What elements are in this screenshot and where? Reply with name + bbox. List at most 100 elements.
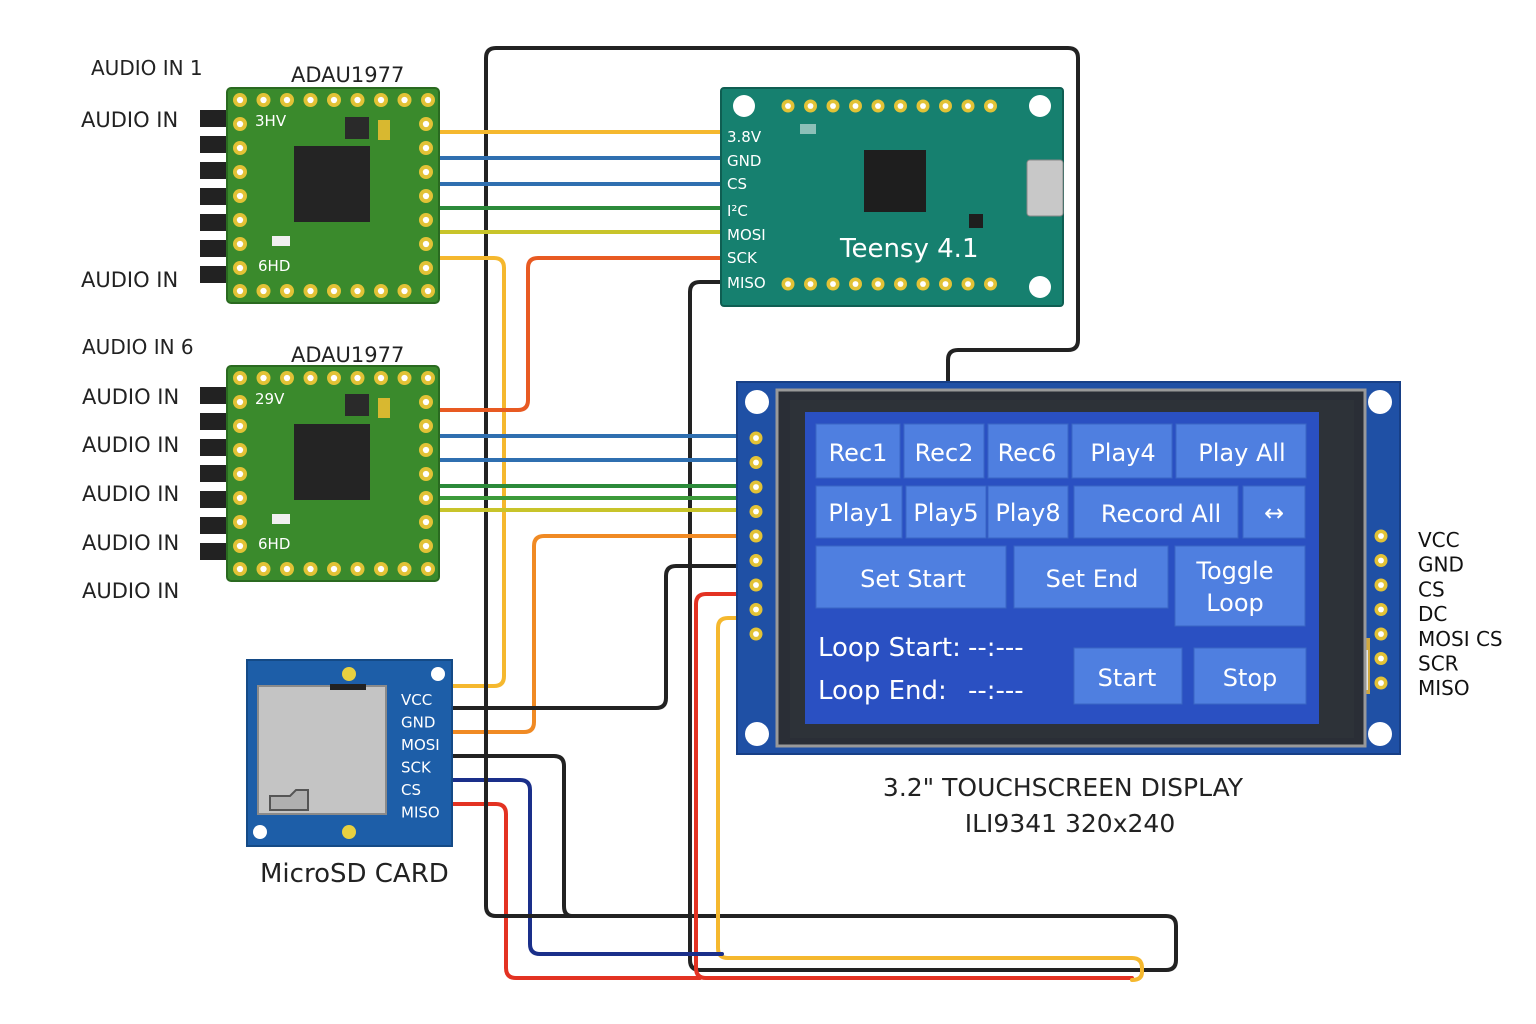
touchscreen-display: Rec1 Rec2 Rec6 Play4 Play All Play1 Play…: [736, 381, 1401, 755]
play4-button[interactable]: Play4: [1071, 423, 1173, 479]
wire-orange-mosi: [450, 534, 744, 734]
pin-hole: [330, 287, 338, 295]
pin-hole: [236, 192, 244, 200]
display-right-pads: [1374, 529, 1388, 690]
pin-hole: [401, 287, 408, 295]
pin-hole: [283, 374, 291, 382]
record-all-button[interactable]: Record All: [1073, 485, 1239, 539]
pin-hole: [422, 216, 430, 224]
pin-hole: [942, 103, 949, 109]
svg-text:Play5: Play5: [913, 499, 978, 527]
adau2-top-pin: 29V: [255, 390, 285, 408]
pin-hole: [401, 565, 408, 573]
loop-end-label: Loop End:: [818, 676, 947, 706]
display-pin-label: VCC: [1418, 528, 1460, 552]
adau1-bottom-pin: 6HD: [258, 257, 290, 275]
pin-hole: [807, 103, 814, 109]
loop-end-value: --:---: [968, 676, 1024, 706]
pin-hole: [260, 287, 267, 295]
pin-hole: [1378, 557, 1384, 564]
pin-pads: [233, 371, 435, 576]
pin-hole: [830, 103, 836, 109]
pin-hole: [1378, 655, 1384, 662]
display-pin-label: MOSI CS: [1418, 627, 1503, 651]
pin-hole: [1378, 606, 1384, 613]
pin-hole: [354, 565, 361, 573]
pin-hole: [422, 240, 430, 248]
pin-hole: [875, 103, 881, 109]
play1-button[interactable]: Play1: [815, 485, 903, 539]
swap-arrow-button[interactable]: ↔: [1242, 485, 1306, 539]
pin-hole: [377, 287, 385, 295]
pin-hole: [753, 606, 759, 613]
start-button[interactable]: Start: [1073, 647, 1183, 705]
pin-hole: [236, 216, 244, 224]
pin-hole: [330, 96, 338, 104]
svg-text:Stop: Stop: [1223, 664, 1278, 692]
set-end-button[interactable]: Set End: [1013, 545, 1169, 609]
adau2-bottom-pin: 6HD: [258, 535, 290, 553]
pin-hole: [807, 281, 814, 287]
teensy-pin-label: MOSI: [727, 226, 766, 244]
pin-hole: [422, 470, 430, 478]
svg-text:Play4: Play4: [1090, 439, 1155, 467]
pin-hole: [422, 144, 430, 152]
pin-hole: [354, 374, 361, 382]
display-pin-label: SCR: [1418, 652, 1459, 676]
pin-hole: [401, 374, 408, 382]
pin-hole: [236, 96, 244, 104]
svg-text:Rec1: Rec1: [829, 439, 888, 467]
pin-hole: [942, 281, 949, 287]
pin-hole: [422, 518, 430, 526]
microsd-pin-label: MISO: [401, 804, 440, 822]
svg-text:Set End: Set End: [1046, 565, 1139, 593]
pin-hole: [236, 168, 244, 176]
wire-orange-sck: [430, 256, 726, 412]
display-pin-label: MISO: [1418, 676, 1470, 700]
audio-header-2: [200, 387, 230, 560]
stop-button[interactable]: Stop: [1193, 647, 1307, 705]
pin-hole: [875, 281, 881, 287]
pin-hole: [897, 103, 904, 109]
teensy-pin-label: I²C: [727, 202, 748, 220]
pin-hole: [422, 120, 430, 128]
audio-in-label: AUDIO IN: [82, 385, 179, 409]
play5-button[interactable]: Play5: [905, 485, 987, 539]
play-all-button[interactable]: Play All: [1175, 423, 1307, 479]
pin-hole: [236, 144, 244, 152]
rec2-button[interactable]: Rec2: [903, 423, 985, 479]
svg-text:Set Start: Set Start: [860, 565, 966, 593]
pin-hole: [897, 281, 904, 287]
play8-button[interactable]: Play8: [987, 485, 1069, 539]
pin-hole: [1378, 631, 1384, 637]
audio-in-1-label: AUDIO IN 1: [91, 56, 203, 80]
svg-text:Record All: Record All: [1101, 500, 1221, 528]
display-title: 3.2" TOUCHSCREEN DISPLAY: [883, 773, 1244, 802]
pin-hole: [236, 422, 244, 430]
set-start-button[interactable]: Set Start: [815, 545, 1007, 609]
wire-yellow-display: [716, 616, 1144, 982]
pin-hole: [307, 96, 314, 104]
adau1977-board-2: ADAU1977 29V 6HD: [200, 343, 440, 582]
pin-hole: [283, 287, 291, 295]
pin-hole: [354, 287, 361, 295]
pin-hole: [330, 565, 338, 573]
audio-in-label: AUDIO IN: [82, 579, 179, 603]
pin-hole: [753, 533, 759, 539]
pin-hole: [1378, 680, 1384, 686]
adau1977-board-1: ADAU1977 3HV 6HD: [200, 63, 440, 304]
microsd-pin-label: GND: [401, 714, 435, 732]
svg-text:Start: Start: [1098, 664, 1157, 692]
microsd-pin-label: CS: [401, 781, 421, 799]
rec1-button[interactable]: Rec1: [815, 423, 901, 479]
pin-hole: [236, 446, 244, 454]
pin-hole: [753, 582, 759, 588]
rec6-button[interactable]: Rec6: [987, 423, 1069, 479]
swap-arrow-icon: ↔: [1264, 499, 1284, 527]
pin-hole: [920, 103, 926, 109]
svg-text:Toggle: Toggle: [1195, 557, 1273, 585]
pin-hole: [852, 103, 859, 109]
pin-hole: [422, 264, 430, 272]
